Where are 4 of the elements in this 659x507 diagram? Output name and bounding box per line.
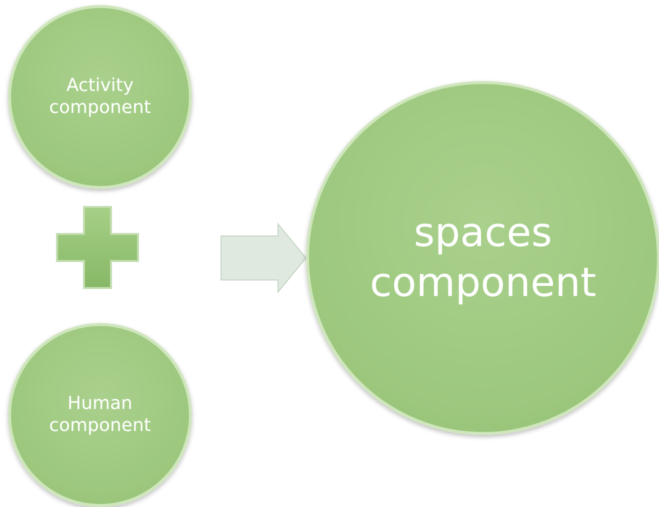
circle-label: Human component xyxy=(48,392,152,438)
circle-label: Activity component xyxy=(48,74,152,120)
circle-label: spaces component xyxy=(368,209,598,308)
block-arrow xyxy=(220,222,307,294)
